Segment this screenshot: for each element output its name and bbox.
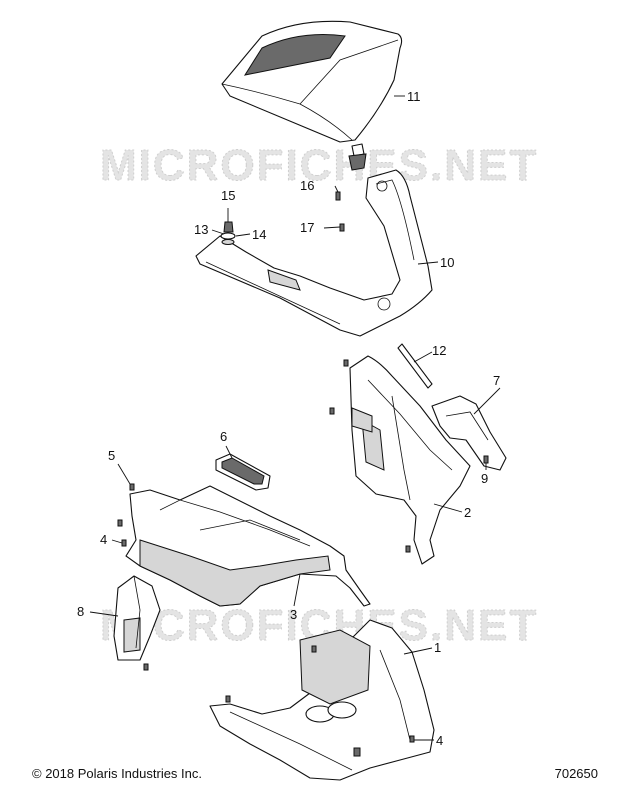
- leader-lines: [89, 95, 501, 741]
- part-floor-console: [209, 619, 435, 781]
- callout-11: 11: [407, 89, 421, 104]
- part-screw-9: [483, 455, 489, 464]
- part-vent-grille: [215, 453, 271, 491]
- part-screws-misc: [117, 359, 415, 743]
- part-screws-top: [335, 191, 345, 232]
- drawing-number: 702650: [554, 766, 598, 781]
- part-lower-dash: [125, 485, 371, 607]
- callout-14: 14: [252, 227, 266, 242]
- callout-15: 15: [221, 188, 235, 203]
- watermark-bottom: MICROFICHES.NET: [100, 601, 538, 650]
- part-side-panel-left: [113, 575, 161, 661]
- part-bracket: [431, 395, 507, 471]
- callout-16: 16: [300, 178, 314, 193]
- part-hood: [221, 20, 403, 143]
- callout-12: 12: [432, 343, 446, 358]
- callout-8: 8: [77, 604, 84, 619]
- watermark-top: MICROFICHES.NET: [100, 141, 538, 190]
- part-fastener-stack: [220, 221, 236, 245]
- callout-9: 9: [481, 471, 488, 486]
- part-dash-panel-right: [349, 355, 471, 565]
- part-hood-latch: [348, 143, 367, 171]
- callout-4-lower: 4: [436, 733, 443, 748]
- part-rod: [397, 343, 433, 389]
- callout-4-upper: 4: [100, 532, 107, 547]
- callout-1: 1: [434, 640, 441, 655]
- callout-6: 6: [220, 429, 227, 444]
- part-upper-dash: [195, 169, 433, 337]
- callout-labels: 11 16 15 13 14 17 10 12 7 6 5 9 2 4 3 8 …: [77, 89, 500, 748]
- callout-3: 3: [290, 607, 297, 622]
- callout-13: 13: [194, 222, 208, 237]
- callout-10: 10: [440, 255, 454, 270]
- callout-7: 7: [493, 373, 500, 388]
- copyright-text: © 2018 Polaris Industries Inc.: [32, 766, 202, 781]
- callout-2: 2: [464, 505, 471, 520]
- callout-5: 5: [108, 448, 115, 463]
- callout-17: 17: [300, 220, 314, 235]
